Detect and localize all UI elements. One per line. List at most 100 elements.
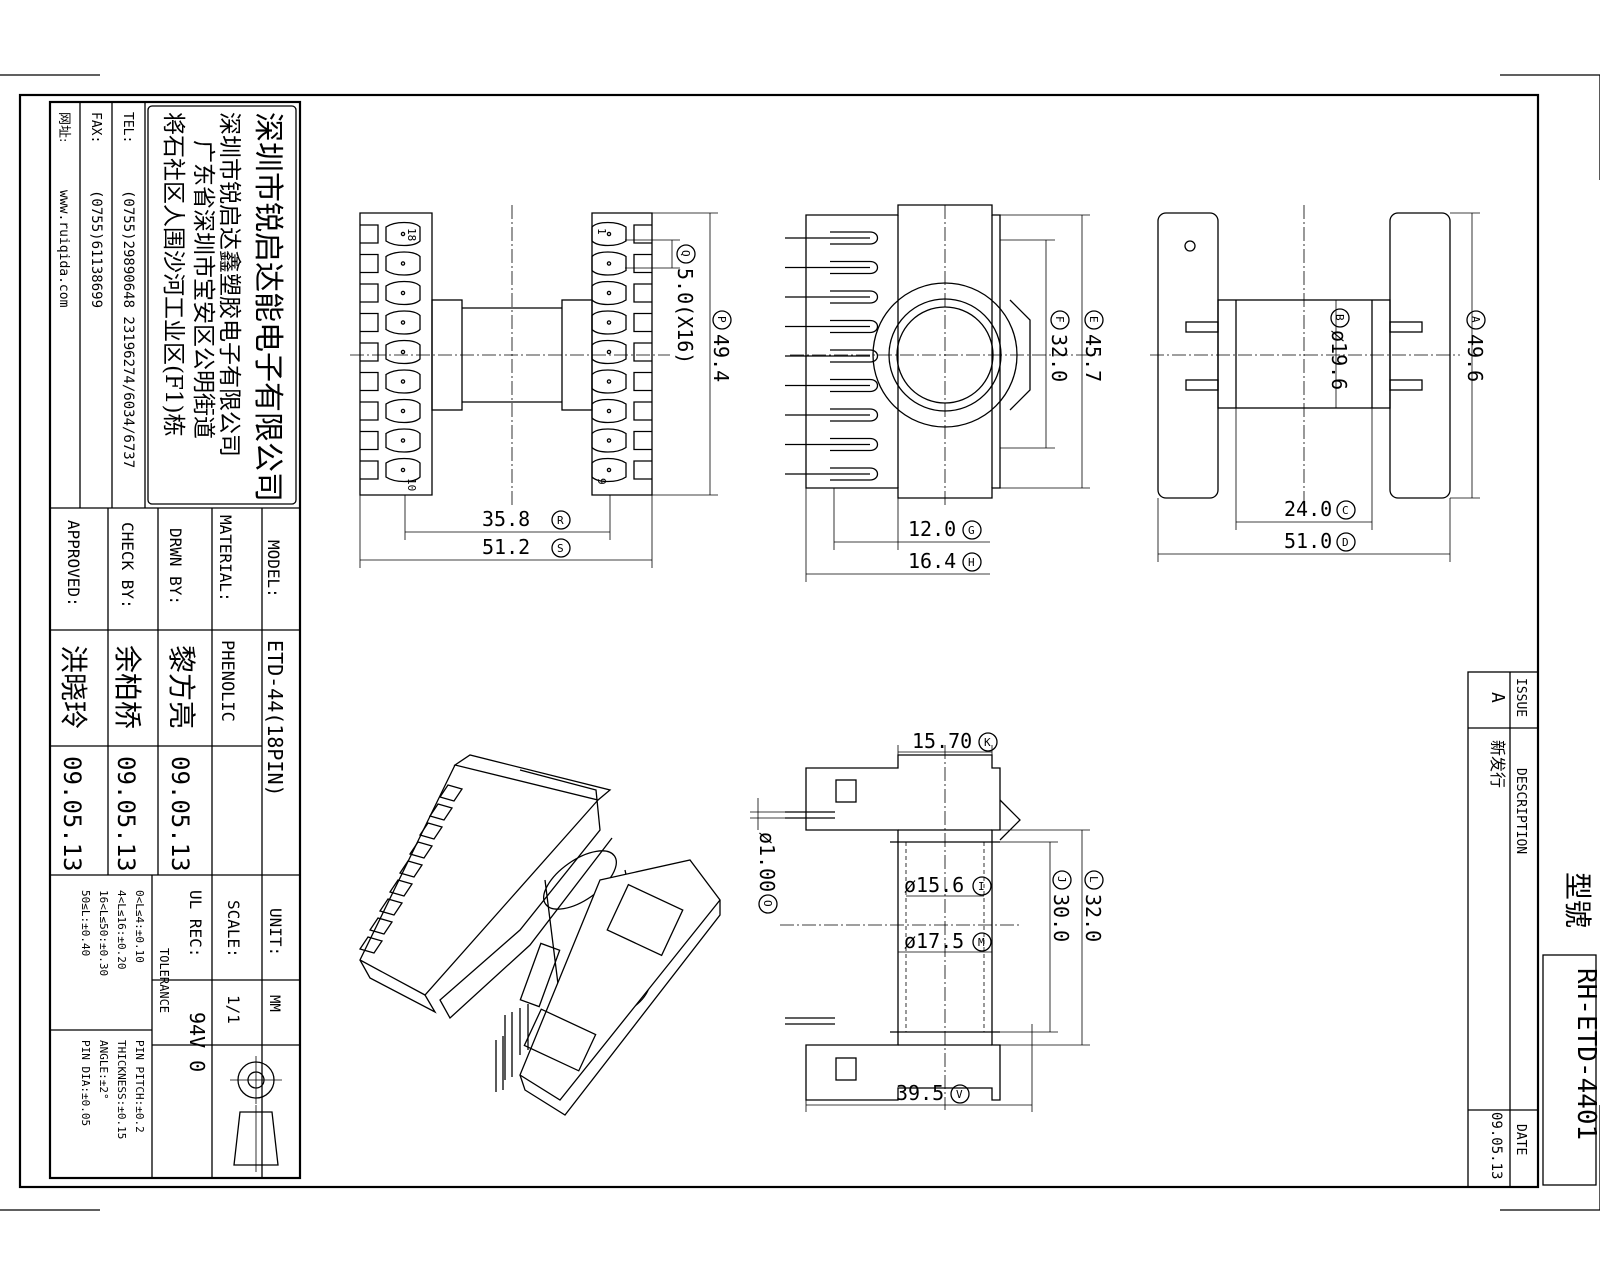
tol2-3: PIN DIA:±0.05	[79, 1040, 92, 1126]
pin-tab-left	[385, 280, 421, 306]
pin-tab-right	[591, 398, 627, 424]
scale-value: 1/1	[224, 995, 243, 1024]
pin-hole-left	[400, 379, 406, 384]
dim-C-value: 24.0	[1284, 497, 1332, 521]
dim-L: L 32.0	[1081, 870, 1105, 942]
pin-slot-left	[360, 401, 379, 421]
title-block	[48, 100, 302, 1180]
dim-F-letter: F	[1053, 316, 1066, 323]
dim-P-value: 49.4	[709, 334, 733, 382]
iso-tooth	[388, 879, 414, 897]
pin-hole-right	[606, 467, 612, 473]
company-address-1: 广东省深圳市宝安区公明街道	[190, 140, 216, 439]
view-end: A 49.6 B ø19.6 24.0 C 51.0 D	[1150, 205, 1487, 562]
dim-I-value: ø15.6	[904, 873, 964, 897]
scale-label: SCALE:	[224, 900, 243, 958]
dim-J-letter: J	[1055, 876, 1068, 883]
side-pin-slot	[830, 290, 879, 304]
approved-label: APPROVED:	[64, 520, 83, 607]
pin-hole-right	[606, 290, 612, 296]
dim-R-letter: R	[557, 514, 564, 527]
dim-G: 12.0 G	[908, 517, 982, 541]
dim-C: 24.0 C	[1284, 497, 1356, 521]
pin-tab-left	[385, 310, 421, 335]
drwn-date: 09.05.13	[166, 756, 194, 872]
dim-S-value: 51.2	[482, 535, 530, 559]
fax-label: FAX:	[88, 112, 103, 143]
pin-slot-right	[633, 312, 652, 333]
dim-R: 35.8 R	[482, 507, 571, 531]
title-fields: MODEL: ETD-44(18PIN) MATERIAL: PHENOLIC …	[57, 515, 287, 872]
side-pin-slot	[830, 319, 879, 334]
unit-value: MM	[266, 995, 282, 1012]
side-pin-slot	[830, 467, 879, 481]
tol-2: 16<L≤50:±0.30	[97, 890, 110, 976]
pin-hole-right	[606, 349, 612, 355]
view-section: 15.70 K J 30.0 L 32.0 ø15.6 I ø17.	[750, 729, 1105, 1112]
side-pin-slot	[830, 437, 879, 452]
ul-label: UL REC:	[186, 890, 205, 957]
fax-value: (0755)61138699	[88, 190, 104, 308]
tel-label: TEL:	[120, 112, 135, 143]
dim-Q: Q 5.0(X16)	[673, 244, 697, 364]
pin-tab-left	[385, 457, 421, 483]
dim-R-value: 35.8	[482, 507, 530, 531]
pin-tab-right	[591, 457, 627, 483]
material-label: MATERIAL:	[216, 515, 235, 602]
iso-tooth	[428, 803, 454, 821]
pin-slot-right	[633, 283, 652, 303]
dim-E-value: 45.7	[1081, 334, 1105, 382]
pin-slot-right	[633, 430, 652, 451]
dim-D: 51.0 D	[1284, 529, 1356, 553]
issue-label: ISSUE	[1513, 678, 1528, 717]
pin-hole-left	[400, 349, 406, 355]
dim-O-letter: O	[761, 900, 774, 907]
dim-P-letter: P	[715, 316, 728, 323]
issue-value: A	[1487, 692, 1508, 703]
pin-slot-left	[360, 283, 379, 303]
dim-O-value: ø1.00	[755, 832, 779, 892]
pin-slot-right	[633, 224, 652, 244]
side-pin-slot	[830, 231, 879, 245]
pin-tab-right	[591, 251, 627, 276]
view-top-pins: 18 10 1 9 35.8 R 51.2 S Q 5.0(X	[350, 205, 733, 568]
dim-V-value: 39.5	[896, 1081, 944, 1105]
dim-J: J 30.0	[1049, 870, 1073, 942]
pin-slot-left	[360, 312, 379, 333]
pin-hole-left	[400, 467, 406, 473]
projection-symbol-icon	[230, 1056, 282, 1172]
unit-label: UNIT:	[266, 908, 285, 956]
pin-slot-right	[633, 460, 652, 480]
pin-tab-left	[385, 428, 421, 453]
pin-tab-right	[591, 369, 627, 394]
dim-F-value: 32.0	[1047, 334, 1071, 382]
dim-P: P 49.4	[709, 310, 733, 382]
dim-E-letter: E	[1087, 316, 1100, 323]
pin-hole-right	[606, 320, 612, 325]
sheet-frame	[0, 74, 1600, 1211]
dim-H: 16.4 H	[908, 549, 982, 573]
dim-L-letter: L	[1087, 876, 1100, 883]
desc-value: 新发行	[1488, 740, 1507, 788]
dim-G-value: 12.0	[908, 517, 956, 541]
desc-label: DESCRIPTION	[1513, 768, 1528, 854]
iso-tooth	[398, 860, 424, 878]
pin-18-label: 18	[405, 228, 418, 241]
pin-slot-left	[360, 371, 379, 392]
dim-I: ø15.6 I	[904, 873, 992, 897]
pin-10-label: 10	[405, 478, 418, 491]
iso-tooth	[358, 936, 384, 954]
dim-M-letter: M	[978, 936, 985, 949]
iso-tooth	[368, 917, 394, 935]
tol-0: 0<L≤4:±0.10	[133, 890, 146, 963]
pin-tab-left	[385, 221, 421, 247]
ul-value: 94V 0	[185, 1012, 209, 1072]
dim-K: 15.70 K	[912, 729, 998, 753]
pin-tab-right	[591, 339, 627, 365]
tol2-0: PIN PITCH:±0.2	[133, 1040, 146, 1133]
dim-D-value: 51.0	[1284, 529, 1332, 553]
material-value: PHENOLIC	[217, 640, 237, 722]
dim-E: E 45.7	[1081, 310, 1105, 382]
pin-slot-right	[633, 342, 652, 362]
pin-hole-left	[400, 261, 406, 266]
